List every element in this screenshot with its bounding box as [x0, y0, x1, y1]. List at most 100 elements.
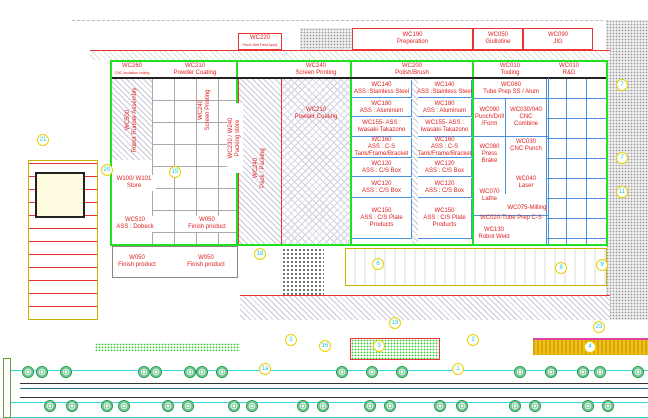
zone-code: WC090: [479, 106, 500, 113]
assembly-zone[interactable]: WC155- ASS :Iwasaki-Takazono: [352, 118, 412, 137]
zone-code: WC190: [402, 32, 423, 38]
tree-icon: [22, 366, 34, 378]
zone-name: Iwasaki-Takazono: [420, 127, 469, 133]
tree-icon: [514, 366, 526, 378]
zone-wc020-label[interactable]: WC020-Tube Prep C-S: [474, 214, 548, 223]
zone-name: CNC Punch: [510, 146, 542, 152]
zone-code: WC020-Tube Prep C-S: [480, 215, 542, 221]
tree-icon: [594, 366, 606, 378]
tree-icon: [44, 400, 56, 412]
zone-wc075-label[interactable]: WC075-Milling: [505, 204, 549, 213]
tree-icon: [396, 366, 408, 378]
zone-name: CNC Insulation cutting: [114, 70, 150, 75]
zone-code: WC120: [434, 180, 455, 187]
zone-wc190[interactable]: [352, 28, 473, 50]
zone-code: WC040: [515, 176, 536, 182]
zone-code: WC150: [434, 208, 455, 214]
marker-circle: 6: [372, 258, 384, 270]
finish-product-area: [112, 246, 238, 278]
fab-divider: [548, 78, 549, 246]
zone-name: Press: [481, 150, 498, 157]
zone-code: WC160: [434, 137, 455, 143]
zone-code: WC120: [371, 160, 392, 167]
zone-code: W050: [198, 255, 214, 261]
zone-wc220[interactable]: [238, 33, 282, 50]
fab-divider: [474, 215, 548, 216]
marker-circle: 7: [616, 152, 628, 164]
tree-icon: [246, 400, 258, 412]
zone-name: ASS : Aluminum: [359, 107, 404, 114]
zone-wc090[interactable]: [523, 28, 593, 50]
office-area: [345, 248, 607, 286]
zone-name: Tank/Frame/Bracket: [354, 151, 409, 157]
tree-icon: [366, 366, 378, 378]
zone-name: ASS :Stainless Steel: [353, 88, 410, 95]
tree-icon: [456, 400, 468, 412]
tree-icon: [602, 400, 614, 412]
zone-name: CNC: [519, 113, 533, 120]
zone-name: ASS : C-S: [430, 144, 459, 150]
right-grid: [546, 78, 606, 246]
road-line: [10, 370, 648, 371]
zone-code: WC010: [499, 62, 520, 69]
fab-divider: [505, 98, 506, 194]
assembly-zone[interactable]: WC155- ASS :Iwasaki-Takazono: [418, 118, 472, 137]
zone-code: WC120: [434, 160, 455, 167]
zone-wc050[interactable]: [473, 28, 523, 50]
road-line: [10, 402, 648, 403]
zone-name: /Form: [481, 120, 498, 127]
zone-name: Punch/Drill: [474, 113, 504, 120]
zone-name: R&D: [562, 69, 576, 76]
zone-code: WC160: [371, 137, 392, 143]
zone-name: Screen Printing: [295, 69, 337, 76]
marker-circle: 7: [616, 79, 628, 91]
zone-name: Tooling: [500, 69, 520, 76]
tree-icon: [317, 400, 329, 412]
zone-name: Store: [126, 183, 142, 189]
zone-name: ASS : Dobeck: [116, 224, 154, 230]
marker-circle: 2: [285, 334, 297, 346]
marker-circle: 1a: [259, 363, 271, 375]
marker-circle: 11: [616, 186, 628, 198]
marker-circle: 3: [373, 340, 385, 352]
tree-icon: [434, 400, 446, 412]
